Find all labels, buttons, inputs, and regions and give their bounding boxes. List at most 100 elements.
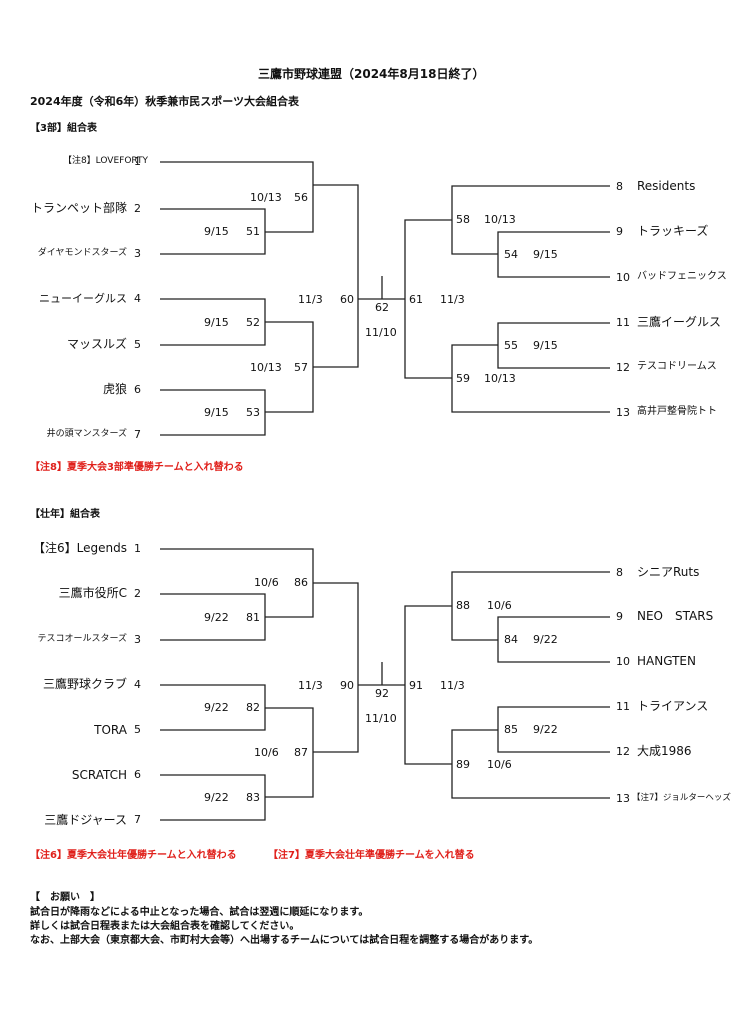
div3-team-name: トランペット部隊 [30, 201, 127, 215]
senior-team-seed: 7 [134, 813, 141, 826]
senior-line-g86 [160, 548, 314, 618]
senior-section-title: 【壮年】組合表 [30, 509, 100, 520]
senior-line-g90 [313, 582, 359, 753]
div3-team-name: 虎狼 [102, 382, 127, 396]
senior-team-seed: 11 [616, 700, 630, 713]
div3-team-seed: 2 [134, 202, 141, 215]
div3-line-g59 [451, 344, 610, 413]
senior-match-no: 88 [456, 599, 470, 612]
senior-final-no: 92 [375, 687, 389, 700]
div3-match-no: 53 [246, 406, 260, 419]
div3-team-seed: 5 [134, 338, 141, 351]
senior-match-no: 82 [246, 701, 260, 714]
div3-match-no: 60 [340, 293, 354, 306]
page-subtitle: 2024年度（令和6年）秋季兼市民スポーツ大会組合表 [30, 95, 300, 108]
div3-note: 【注8】夏季大会3部準優勝チームと入れ替わる [30, 462, 244, 473]
div3-match-date: 10/13 [484, 213, 516, 226]
div3-team-seed: 8 [616, 180, 623, 193]
div3-match-date: 11/3 [440, 293, 465, 306]
senior-final-date: 11/10 [365, 712, 397, 725]
senior-team-name: 三鷹市役所C [58, 586, 127, 600]
div3-section-title: 【3部】組合表 [30, 123, 97, 134]
div3-team-name: テスコドリームス [637, 361, 717, 372]
div3-line-g58 [451, 185, 610, 255]
div3-match-no: 54 [504, 248, 518, 261]
div3-team-name: 井の頭マンスターズ [46, 429, 127, 439]
senior-line-g91 [404, 605, 452, 765]
div3-team-name: マッスルズ [66, 337, 127, 351]
senior-match-no: 87 [294, 746, 308, 759]
senior-team-name: NEO STARS [637, 609, 714, 623]
senior-team-seed: 4 [134, 678, 141, 691]
senior-team-seed: 13 [616, 792, 630, 805]
div3-match-date: 10/13 [484, 372, 516, 385]
div3-team-seed: 12 [616, 361, 630, 374]
div3-team-name: ダイヤモンドスターズ [37, 248, 127, 258]
div3-team-seed: 4 [134, 292, 141, 305]
senior-match-no: 90 [340, 679, 354, 692]
senior-team-name: 大成1986 [637, 744, 692, 758]
senior-team-seed: 12 [616, 745, 630, 758]
div3-team-name: トラッキーズ [637, 224, 709, 238]
senior-note-7: 【注7】夏季大会壮年準優勝チームを入れ替る [268, 850, 475, 861]
div3-match-no: 52 [246, 316, 260, 329]
senior-match-date: 9/22 [533, 633, 558, 646]
senior-match-date: 11/3 [298, 679, 323, 692]
request-line: なお、上部大会（東京都大会、市町村大会等）へ出場するチームについては試合日程を調… [30, 935, 539, 946]
div3-match-date: 11/3 [298, 293, 323, 306]
div3-team-seed: 13 [616, 406, 630, 419]
senior-team-seed: 8 [616, 566, 623, 579]
div3-match-date: 9/15 [204, 316, 229, 329]
senior-match-date: 9/22 [533, 723, 558, 736]
div3-match-date: 9/15 [204, 225, 229, 238]
senior-match-no: 84 [504, 633, 518, 646]
senior-match-no: 81 [246, 611, 260, 624]
senior-team-name: 三鷹ドジャース [44, 813, 127, 827]
div3-team-seed: 7 [134, 428, 141, 441]
div3-team-name: 高井戸整骨院トト [637, 406, 717, 417]
div3-team-seed: 11 [616, 316, 630, 329]
div3-match-no: 58 [456, 213, 470, 226]
senior-team-name: HANGTEN [637, 654, 696, 668]
senior-match-date: 11/3 [440, 679, 465, 692]
page-title: 三鷹市野球連盟（2024年8月18日終了） [258, 67, 485, 81]
div3-team-seed: 6 [134, 383, 141, 396]
div3-match-no: 56 [294, 191, 308, 204]
senior-team-seed: 5 [134, 723, 141, 736]
div3-team-seed: 10 [616, 271, 630, 284]
senior-match-date: 10/6 [487, 758, 512, 771]
senior-note-6: 【注6】夏季大会壮年優勝チームと入れ替わる [30, 850, 237, 861]
div3-line-g56 [160, 161, 314, 233]
div3-line-final [358, 276, 405, 300]
senior-match-date: 10/6 [487, 599, 512, 612]
senior-match-no: 85 [504, 723, 518, 736]
senior-line-final [358, 662, 405, 686]
request-line: 試合日が降雨などによる中止となった場合、試合は翌週に順延になります。 [30, 907, 369, 918]
senior-match-date: 9/22 [204, 611, 229, 624]
div3-match-date: 9/15 [204, 406, 229, 419]
div3-match-date: 9/15 [533, 339, 558, 352]
senior-team-name: TORA [94, 723, 127, 737]
request-heading: 【 お願い 】 [30, 892, 100, 903]
div3-team-name: 三鷹イーグルス [637, 315, 722, 329]
senior-team-name: シニアRuts [637, 565, 700, 579]
senior-team-seed: 3 [134, 633, 141, 646]
request-line: 詳しくは試合日程表または大会組合表を確認してください。 [30, 921, 300, 932]
div3-line-g60 [313, 184, 359, 368]
div3-team-seed: 1 [134, 155, 141, 168]
senior-match-no: 86 [294, 576, 308, 589]
div3-line-g61 [404, 219, 452, 379]
senior-match-date: 10/6 [254, 746, 279, 759]
senior-team-seed: 10 [616, 655, 630, 668]
div3-team-seed: 3 [134, 247, 141, 260]
senior-team-name: テスコオールスターズ [37, 634, 127, 644]
senior-team-name: 【注7】ジョルターヘッズ [632, 793, 731, 803]
div3-final-no: 62 [375, 301, 389, 314]
senior-team-seed: 1 [134, 542, 141, 555]
senior-line-g89 [451, 729, 610, 799]
div3-match-date: 9/15 [533, 248, 558, 261]
senior-team-name: 三鷹野球クラブ [42, 677, 127, 691]
senior-team-name: SCRATCH [71, 768, 127, 782]
senior-match-date: 9/22 [204, 701, 229, 714]
